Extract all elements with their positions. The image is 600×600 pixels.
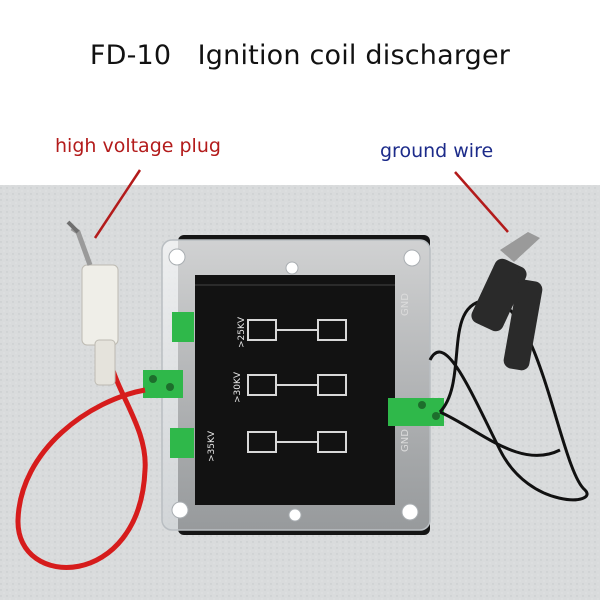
left-terminal-blocks xyxy=(143,312,194,458)
gnd-label-top: GND xyxy=(400,293,411,316)
pcb xyxy=(195,275,395,505)
ground-wire-label: ground wire xyxy=(380,140,494,162)
hv-callout-arrow xyxy=(93,169,142,239)
ground-clip xyxy=(471,232,543,371)
voltage-label-30kv: >30KV xyxy=(233,371,243,403)
corner-screws xyxy=(168,248,421,522)
black-ground-wire xyxy=(428,298,589,502)
voltage-label-35kv: >35KV xyxy=(207,430,217,462)
right-terminal-block xyxy=(388,398,444,426)
voltage-label-25kv: >25KV xyxy=(237,316,247,348)
pcb-components xyxy=(247,319,347,453)
gnd-label-bottom: GND xyxy=(400,429,411,452)
hv-plug xyxy=(66,220,119,386)
high-voltage-plug-label: high voltage plug xyxy=(55,135,221,157)
gnd-callout-arrow xyxy=(454,171,509,233)
product-title: FD-10 Ignition coil discharger xyxy=(89,40,511,71)
red-hv-cable xyxy=(15,359,148,570)
